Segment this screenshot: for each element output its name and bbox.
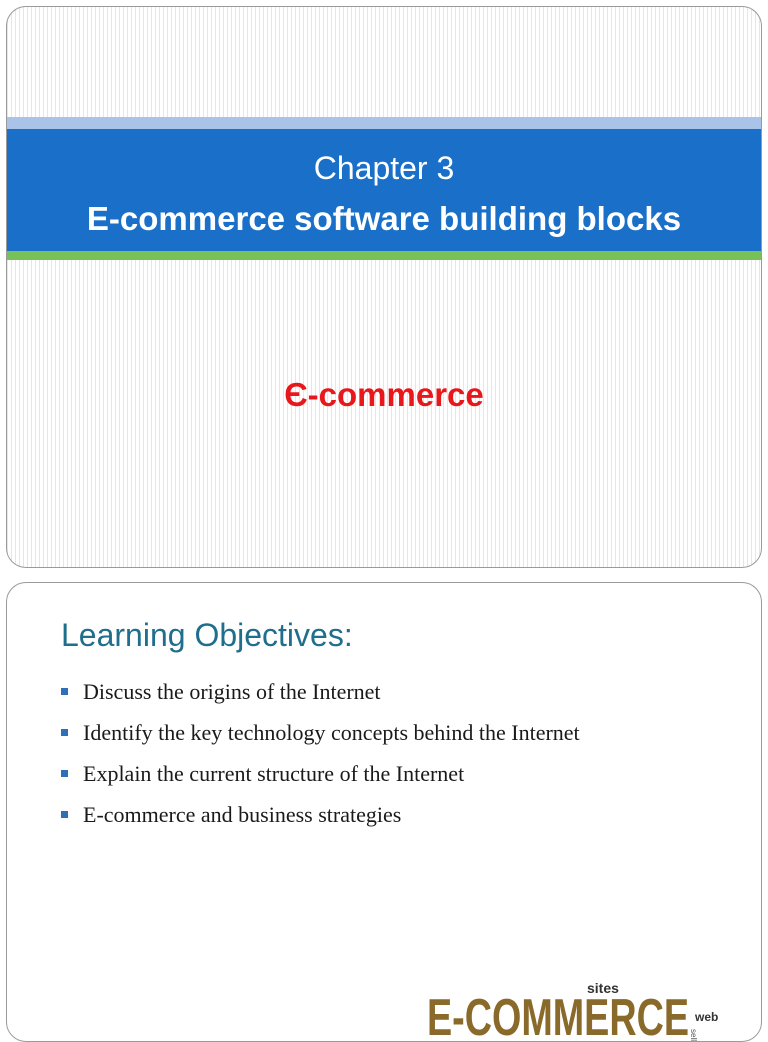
logo-tag-sites: sites	[587, 980, 619, 996]
slide-title: E-commerce software building blocks	[86, 200, 682, 237]
logo-tag-web: web	[694, 1010, 718, 1024]
title-band-top-stripe	[7, 117, 761, 129]
objective-item: Identify the key technology concepts beh…	[61, 718, 580, 759]
title-slide: Chapter 3 E-commerce software building b…	[6, 6, 762, 568]
logo-wordmark: E-COMMERCE	[427, 989, 689, 1041]
ecommerce-word-cloud-logo: sites E-COMMERCE selling web	[427, 980, 718, 1041]
objective-item: Discuss the origins of the Internet	[61, 677, 580, 718]
objective-text: Discuss the origins of the Internet	[83, 679, 381, 704]
objective-item: E-commerce and business strategies	[61, 800, 580, 841]
title-band-bottom-stripe	[7, 251, 761, 260]
objective-text: Explain the current structure of the Int…	[83, 761, 465, 786]
bullet-square-icon	[61, 811, 68, 818]
objectives-heading: Learning Objectives:	[61, 617, 353, 653]
bullet-square-icon	[61, 729, 68, 736]
logo-tag-selling: selling	[689, 1029, 698, 1041]
bullet-square-icon	[61, 688, 68, 695]
slide-subtitle: Є-commerce	[284, 376, 484, 413]
chapter-label: Chapter 3	[313, 150, 455, 186]
objective-text: Identify the key technology concepts beh…	[83, 720, 580, 745]
objective-item: Explain the current structure of the Int…	[61, 759, 580, 800]
objective-text: E-commerce and business strategies	[83, 802, 402, 827]
objectives-slide: Learning Objectives: Discuss the origins…	[6, 582, 762, 1042]
bullet-square-icon	[61, 770, 68, 777]
objectives-list: Discuss the origins of the Internet Iden…	[61, 677, 580, 841]
title-band: Chapter 3 E-commerce software building b…	[7, 129, 761, 251]
